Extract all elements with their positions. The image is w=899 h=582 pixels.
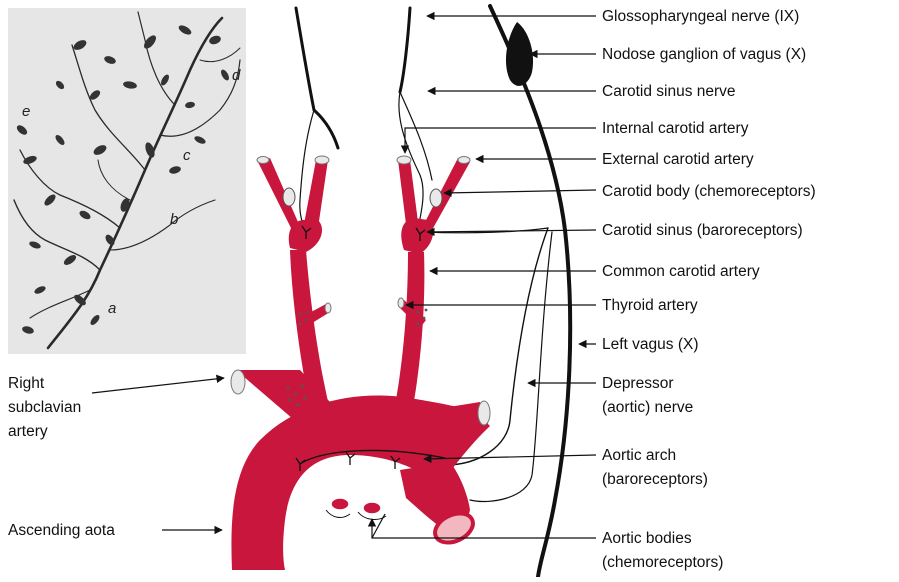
label-right-subclavian-line1: Right bbox=[8, 375, 45, 392]
label-external-carotid-artery: External carotid artery bbox=[602, 151, 754, 168]
label-aortic-arch-line2: (baroreceptors) bbox=[602, 471, 708, 488]
left-common-carotid bbox=[394, 252, 424, 412]
right-glossopharyngeal-nerve-lower bbox=[314, 110, 338, 148]
right-thyroid-cut bbox=[325, 303, 331, 313]
label-depressor-line1: Depressor bbox=[602, 375, 674, 392]
label-aortic-bodies-line2: (chemoreceptors) bbox=[602, 554, 723, 571]
arterial-tree bbox=[231, 156, 490, 570]
left-subclavian-cut bbox=[478, 401, 490, 425]
label-glossopharyngeal-nerve: Glossopharyngeal nerve (IX) bbox=[602, 8, 799, 25]
right-subclavian-cut bbox=[231, 370, 245, 394]
label-left-vagus: Left vagus (X) bbox=[602, 336, 699, 353]
micrograph-label-d: d bbox=[232, 67, 241, 84]
right-glossopharyngeal-nerve bbox=[296, 8, 314, 110]
label-depressor-line2: (aortic) nerve bbox=[602, 399, 693, 416]
right-subclavian-artery bbox=[236, 370, 345, 425]
label-aortic-arch-line1: Aortic arch bbox=[602, 447, 676, 464]
right-carotid-body bbox=[283, 188, 295, 206]
micrograph-background bbox=[8, 8, 246, 354]
micrograph-label-e: e bbox=[22, 103, 30, 120]
aortic-body-left bbox=[363, 502, 381, 514]
label-right-subclavian-line2: subclavian bbox=[8, 399, 81, 416]
nerve-ending-micrograph: a b c d e bbox=[8, 8, 246, 354]
micrograph-label-c: c bbox=[183, 147, 191, 164]
left-internal-carotid bbox=[398, 160, 418, 224]
depressor-nerve-branch bbox=[470, 232, 552, 502]
left-glossopharyngeal-nerve bbox=[400, 8, 410, 92]
left-carotid-body bbox=[430, 189, 442, 207]
label-right-subclavian-line3: artery bbox=[8, 423, 48, 440]
aortic-body-right bbox=[331, 498, 349, 510]
micrograph-label-b: b bbox=[170, 211, 178, 228]
label-ascending-aorta: Ascending aota bbox=[8, 522, 115, 539]
leader-internal-carotid bbox=[405, 128, 596, 153]
right-external-carotid-cut bbox=[257, 157, 269, 164]
leader-aortic-bodies bbox=[372, 519, 596, 538]
right-internal-carotid-cut bbox=[315, 156, 329, 164]
label-aortic-bodies-line1: Aortic bodies bbox=[602, 530, 692, 547]
leader-carotid-body bbox=[444, 190, 596, 193]
right-internal-carotid bbox=[304, 160, 328, 228]
micrograph-label-a: a bbox=[108, 300, 116, 317]
leader-aortic-bodies-branch bbox=[372, 514, 385, 538]
left-external-carotid-cut bbox=[458, 157, 470, 164]
leader-right-subclavian bbox=[92, 378, 224, 393]
label-carotid-sinus: Carotid sinus (baroreceptors) bbox=[602, 222, 803, 239]
label-thyroid-artery: Thyroid artery bbox=[602, 297, 698, 314]
nodose-ganglion bbox=[506, 22, 533, 86]
label-carotid-sinus-nerve: Carotid sinus nerve bbox=[602, 83, 736, 100]
left-thyroid-cut bbox=[398, 298, 404, 308]
label-internal-carotid-artery: Internal carotid artery bbox=[602, 120, 749, 137]
label-common-carotid-artery: Common carotid artery bbox=[602, 263, 760, 280]
left-internal-carotid-cut bbox=[397, 156, 411, 164]
label-carotid-body: Carotid body (chemoreceptors) bbox=[602, 183, 816, 200]
label-nodose-ganglion: Nodose ganglion of vagus (X) bbox=[602, 46, 806, 63]
